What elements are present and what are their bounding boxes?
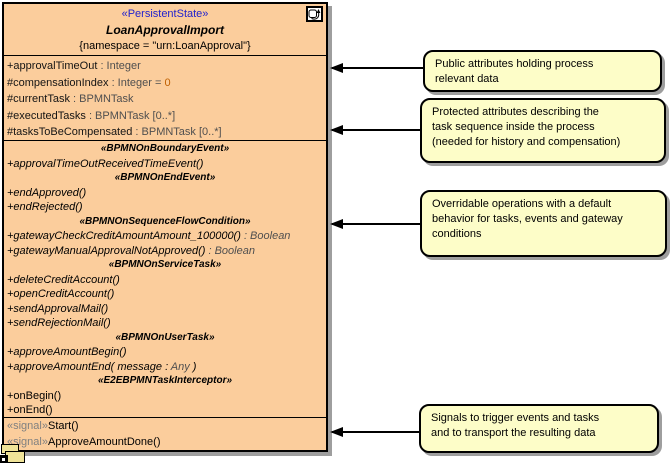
operation-return-type: : Boolean	[205, 244, 255, 257]
attribute-row: +approvalTimeOut : Integer	[7, 58, 326, 75]
signals-compartment: «signal»Start() «signal»ApproveAmountDon…	[4, 417, 326, 450]
attribute-type: : BPMNTask [0..*]	[132, 126, 222, 138]
note-signals: Signals to trigger events and tasks and …	[419, 404, 659, 453]
signal-row: «signal»ApproveAmountDone()	[7, 435, 326, 451]
operation-stereotype: «BPMNOnEndEvent»	[114, 172, 216, 183]
operation-signature: +sendApprovalMail()	[7, 302, 109, 315]
note-arrow	[330, 219, 420, 229]
operation-stereotype: «BPMNOnBoundaryEvent»	[100, 143, 230, 154]
operation-signature: +gatewayCheckCreditAmountAmount_100000()	[7, 230, 241, 242]
note-line: behavior for tasks, events and gateway	[432, 213, 623, 225]
note-protected-attributes: Protected attributes describing the task…	[420, 98, 666, 163]
class-namespace: {namespace = "urn:LoanApproval"}	[79, 40, 251, 52]
operation-row: +sendApprovalMail()	[4, 302, 326, 317]
operation-signature: +onBegin()	[7, 389, 62, 402]
operation-signature: +approveAmountBegin()	[7, 346, 127, 358]
statemachine-icon	[306, 6, 323, 22]
attribute-default: 0	[164, 76, 171, 89]
attribute-row: #tasksToBeCompensated : BPMNTask [0..*]	[7, 124, 326, 141]
note-line: Overridable operations with a default	[432, 198, 612, 210]
signal-name: Start()	[47, 420, 79, 432]
attribute-name: +approvalTimeOut	[7, 60, 98, 72]
operation-row: +approvalTimeOutReceivedTimeEvent()	[4, 157, 326, 172]
note-line: Protected attributes describing the	[432, 106, 599, 118]
note-line: Signals to trigger events and tasks	[431, 412, 600, 424]
operation-signature: +sendRejectionMail()	[7, 317, 111, 329]
attribute-name: #executedTasks	[7, 109, 86, 122]
attribute-row: #compensationIndex : Integer = 0	[7, 75, 326, 92]
operations-compartment: «BPMNOnBoundaryEvent» +approvalTimeOutRe…	[4, 140, 326, 417]
operation-stereotype: «BPMNOnUserTask»	[115, 331, 215, 343]
operation-row: +gatewayManualApprovalNotApproved() : Bo…	[4, 244, 326, 259]
note-arrow	[330, 63, 423, 73]
attribute-name: #compensationIndex	[7, 76, 109, 89]
attribute-row: #currentTask : BPMNTask	[7, 91, 326, 108]
operation-param-type: Any	[170, 360, 190, 373]
operation-return-type: : Boolean	[240, 230, 291, 242]
operation-signature: +endRejected()	[7, 201, 83, 213]
note-public-attributes: Public attributes holding process releva…	[423, 50, 662, 92]
operation-row: +sendRejectionMail()	[4, 316, 326, 331]
note-line: Public attributes holding process	[435, 58, 594, 70]
operation-signature: +approveAmountEnd( message :	[7, 360, 171, 373]
operation-stereotype: «E2EBPMNTaskInterceptor»	[97, 375, 233, 386]
class-header: «PersistentState» LoanApprovalImport {na…	[4, 4, 326, 55]
note-line: conditions	[432, 228, 482, 240]
operation-stereotype: «BPMNOnServiceTask»	[108, 259, 222, 270]
operation-signature: +endApproved()	[7, 186, 87, 199]
class-name: LoanApprovalImport	[105, 23, 224, 37]
attribute-type: : BPMNTask [0..*]	[85, 109, 176, 122]
signal-name: ApproveAmountDone()	[47, 435, 161, 448]
operation-row: +approveAmountBegin()	[4, 345, 326, 360]
note-arrow	[330, 427, 419, 437]
operation-row: +openCreditAccount()	[4, 287, 326, 302]
note-arrow	[330, 125, 420, 135]
operation-row: +endApproved()	[4, 186, 326, 201]
operation-row: +endRejected()	[4, 200, 326, 215]
operation-row: +onBegin()	[4, 389, 326, 404]
shortcut-icon-front	[5, 451, 25, 463]
attributes-compartment: +approvalTimeOut : Integer #compensation…	[4, 55, 326, 140]
signal-row: «signal»Start()	[7, 419, 326, 435]
operation-row: +approveAmountEnd( message : Any )	[4, 360, 326, 375]
attribute-type: : BPMNTask	[69, 93, 134, 105]
note-line: and to transport the resulting data	[431, 427, 596, 439]
shortcut-icon-marker	[0, 455, 8, 463]
operation-row: +onEnd()	[4, 403, 326, 418]
class-stereotype: «PersistentState»	[121, 8, 209, 20]
attribute-row: #executedTasks : BPMNTask [0..*]	[7, 108, 326, 125]
operation-signature-end: )	[189, 360, 197, 373]
attribute-name: #currentTask	[7, 93, 70, 105]
operation-signature: +approvalTimeOutReceivedTimeEvent()	[7, 157, 204, 170]
note-line: (needed for history and compensation)	[432, 136, 621, 148]
diagram-shortcut-icon	[0, 443, 28, 464]
note-overridable-operations: Overridable operations with a default be…	[420, 190, 667, 257]
attribute-name: #tasksToBeCompensated	[7, 126, 133, 138]
attribute-type: : Integer =	[108, 76, 165, 89]
operation-signature: +deleteCreditAccount()	[7, 273, 120, 286]
operation-stereotype: «BPMNOnSequenceFlowCondition»	[79, 215, 251, 227]
operation-signature: +gatewayManualApprovalNotApproved()	[7, 244, 206, 257]
operation-signature: +onEnd()	[7, 404, 53, 416]
operation-row: +deleteCreditAccount()	[4, 273, 326, 288]
operation-signature: +openCreditAccount()	[7, 288, 115, 300]
class-loanapprovalimport: «PersistentState» LoanApprovalImport {na…	[2, 2, 328, 452]
operation-row: +gatewayCheckCreditAmountAmount_100000()…	[4, 229, 326, 244]
note-line: task sequence inside the process	[432, 121, 595, 133]
note-line: relevant data	[435, 73, 499, 85]
signal-keyword: «signal»	[7, 420, 48, 432]
attribute-type: : Integer	[97, 60, 141, 72]
